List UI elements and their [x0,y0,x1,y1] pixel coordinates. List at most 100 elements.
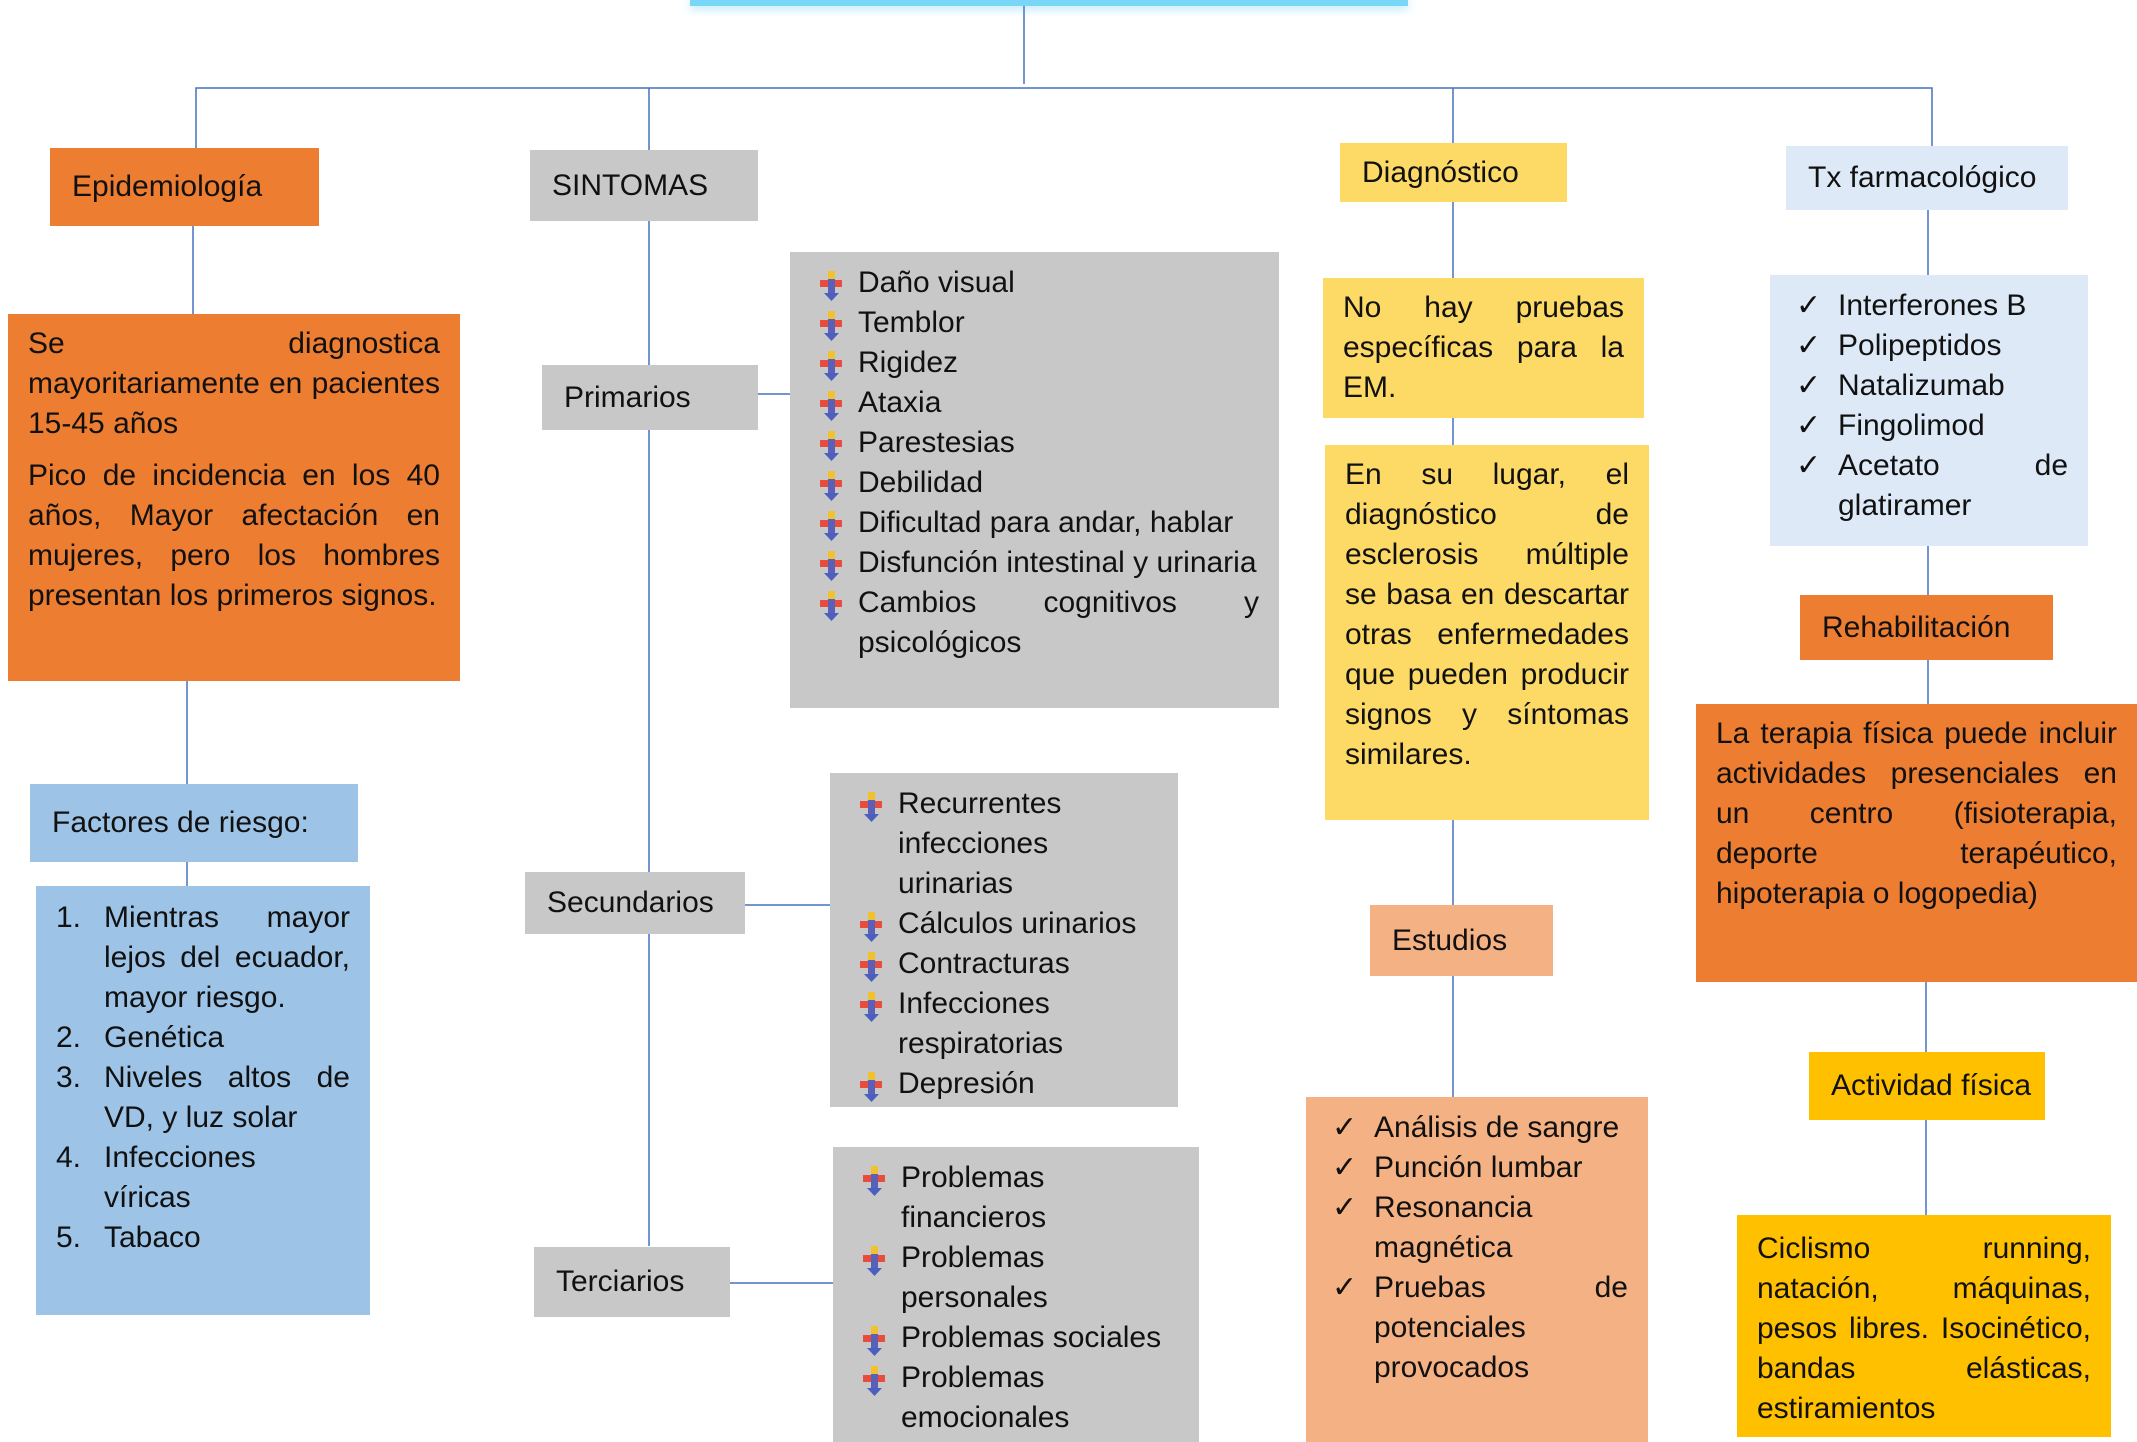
diagnostico-title: Diagnóstico [1362,155,1519,189]
list-item: Infecciones respiratorias [860,984,1162,1064]
checkmark-icon: ✓ [1332,1271,1358,1304]
arrow-cross-bullet-icon [860,992,882,1022]
farmacos-list-box: ✓Interferones B ✓Polipeptidos ✓Natalizum… [1770,275,2088,546]
estudios-list: ✓Análisis de sangre ✓Punción lumbar ✓Res… [1332,1108,1628,1388]
arrow-cross-bullet-icon [820,391,842,421]
list-item: ✓Interferones B [1796,286,2068,326]
list-item: Problemas sociales [863,1318,1183,1358]
rehabilitacion-text: La terapia física puede incluir activida… [1716,717,2117,910]
terciarios-label: Terciarios [556,1265,685,1298]
list-item: ✓Acetato de glatiramer [1796,446,2068,526]
checkmark-icon: ✓ [1796,409,1822,442]
list-item: Problemas emocionales [863,1358,1183,1438]
arrow-cross-bullet-icon [820,431,842,461]
diagnostico-box: Diagnóstico [1340,143,1567,202]
epidemiologia-title: Epidemiología [72,170,263,203]
list-item: Contracturas [860,944,1162,984]
arrow-cross-bullet-icon [863,1246,885,1276]
factores-riesgo-title: Factores de riesgo: [52,806,309,839]
arrow-cross-bullet-icon [863,1366,885,1396]
farmacos-list: ✓Interferones B ✓Polipeptidos ✓Natalizum… [1796,286,2068,526]
checkmark-icon: ✓ [1796,289,1822,322]
list-item: ✓Resonancia magnética [1332,1188,1628,1268]
estudios-list-box: ✓Análisis de sangre ✓Punción lumbar ✓Res… [1306,1097,1648,1442]
rehabilitacion-title: Rehabilitación [1822,610,2011,644]
factores-riesgo-list-box: 1.Mientras mayor lejos del ecuador, mayo… [36,886,370,1315]
list-number: 1. [56,901,82,934]
list-item: Rigidez [820,343,1259,383]
terciarios-box: Terciarios [534,1247,730,1317]
rehabilitacion-text-box: La terapia física puede incluir activida… [1696,704,2137,982]
list-item: Recurrentes infecciones urinarias [860,784,1162,904]
epidemiologia-detail-box: Se diagnostica mayoritariamente en pacie… [8,314,460,681]
arrow-cross-bullet-icon [820,511,842,541]
checkmark-icon: ✓ [1332,1111,1358,1144]
primarios-list-box: Daño visual Temblor Rigidez Ataxia Pares… [790,252,1279,708]
diagnosis-age-text: Se diagnostica mayoritariamente en pacie… [28,327,440,440]
list-item: ✓Pruebas de potenciales provocados [1332,1268,1628,1388]
checkmark-icon: ✓ [1796,329,1822,362]
sintomas-box: SINTOMAS [530,150,758,221]
list-item: Cálculos urinarios [860,904,1162,944]
list-item: ✓Análisis de sangre [1332,1108,1628,1148]
arrow-cross-bullet-icon [820,351,842,381]
arrow-cross-bullet-icon [820,591,842,621]
actividad-fisica-text-box: Ciclismo running, natación, máquinas, pe… [1737,1215,2111,1437]
tx-farmacologico-title: Tx farmacológico [1808,161,2037,194]
list-item: 1.Mientras mayor lejos del ecuador, mayo… [56,898,350,1018]
en-su-lugar-box: En su lugar, el diagnóstico de esclerosi… [1325,445,1649,820]
list-item: Dificultad para andar, hablar [820,503,1259,543]
epidemiologia-box: Epidemiología [50,148,319,226]
sintomas-title: SINTOMAS [552,168,709,202]
terciarios-list-box: Problemas financieros Problemas personal… [833,1147,1199,1442]
list-item: Disfunción intestinal y urinaria [820,543,1259,583]
arrow-cross-bullet-icon [863,1326,885,1356]
arrow-cross-bullet-icon [860,792,882,822]
arrow-cross-bullet-icon [863,1166,885,1196]
list-number: 4. [56,1141,82,1174]
primarios-label: Primarios [564,380,691,414]
list-item: Depresión [860,1064,1162,1104]
list-item: Cambios cognitivos y psicológicos [820,583,1259,663]
list-item: ✓Polipeptidos [1796,326,2068,366]
list-item: 4.Infecciones víricas [56,1138,350,1218]
secundarios-box: Secundarios [525,872,745,934]
estudios-title: Estudios [1392,923,1508,957]
list-item: Debilidad [820,463,1259,503]
arrow-cross-bullet-icon [860,912,882,942]
checkmark-icon: ✓ [1796,369,1822,402]
en-su-lugar-text: En su lugar, el diagnóstico de esclerosi… [1345,458,1629,771]
list-number: 3. [56,1061,82,1094]
root-title-box [690,0,1408,6]
rehabilitacion-box: Rehabilitación [1800,595,2053,660]
list-item: 3.Niveles altos de VD, y luz solar [56,1058,350,1138]
arrow-cross-bullet-icon [820,311,842,341]
checkmark-icon: ✓ [1796,449,1822,482]
actividad-fisica-title: Actividad física [1831,1069,2032,1102]
list-item: Problemas financieros [863,1158,1183,1238]
secundarios-list: Recurrentes infecciones urinarias Cálcul… [860,784,1162,1104]
list-item: 2.Genética [56,1018,350,1058]
list-item: Problemas personales [863,1238,1183,1318]
checkmark-icon: ✓ [1332,1151,1358,1184]
list-item: 5.Tabaco [56,1218,350,1258]
no-pruebas-box: No hay pruebas específicas para la EM. [1323,278,1644,418]
actividad-fisica-text: Ciclismo running, natación, máquinas, pe… [1757,1232,2091,1425]
checkmark-icon: ✓ [1332,1191,1358,1224]
actividad-fisica-box: Actividad física [1809,1052,2045,1120]
list-number: 2. [56,1021,82,1054]
arrow-cross-bullet-icon [820,271,842,301]
arrow-cross-bullet-icon [820,551,842,581]
secundarios-list-box: Recurrentes infecciones urinarias Cálcul… [830,773,1178,1107]
list-item: Daño visual [820,263,1259,303]
secundarios-label: Secundarios [547,886,714,919]
list-item: ✓Punción lumbar [1332,1148,1628,1188]
incidence-text: Pico de incidencia en los 40 años, Mayor… [28,459,440,612]
primarios-list: Daño visual Temblor Rigidez Ataxia Pares… [820,263,1259,663]
arrow-cross-bullet-icon [860,952,882,982]
tx-farmacologico-box: Tx farmacológico [1786,146,2068,210]
factores-riesgo-box: Factores de riesgo: [30,784,358,862]
no-pruebas-text: No hay pruebas específicas para la EM. [1343,291,1624,404]
primarios-box: Primarios [542,365,758,430]
